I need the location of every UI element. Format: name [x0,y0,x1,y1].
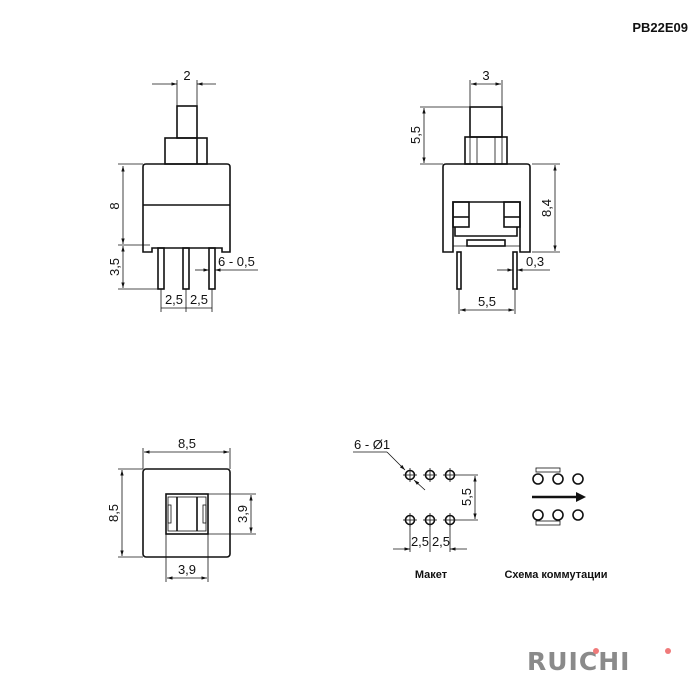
collar [464,136,508,165]
pin [512,251,518,290]
top-view: 8,5 8,5 3,9 3,9 [106,436,256,582]
schematic-caption: Схема коммутации [504,569,607,581]
pin [157,247,165,290]
dim-body-height: 8,4 [539,199,554,217]
dim-height: 8,5 [106,504,121,522]
drawing-title: PB22E09 [632,20,688,35]
dim-body-height: 8 [107,202,122,209]
dim-plunger-width: 3 [482,68,489,83]
dim-pin-spec: 6 - 0,5 [218,254,255,269]
dim-pitch-2: 2,5 [190,292,208,307]
dim-pitch-1: 2,5 [165,292,183,307]
dim-width: 8,5 [178,436,196,451]
logo-text: RUICHI [527,647,630,676]
dim-button-height: 3,9 [235,505,250,523]
dim-pin-thickness: 0,3 [526,254,544,269]
layout-caption: Макет [415,569,448,581]
dim-pin-length: 3,5 [107,258,122,276]
hole-row-top [403,468,457,482]
dim-plunger-height: 5,5 [408,126,423,144]
plunger [469,106,503,138]
hole-spec-label: 6 - Ø1 [354,437,390,452]
collar [164,137,208,165]
dim-plunger-width: 2 [183,68,190,83]
switching-schematic: Схема коммутации [504,467,608,581]
dim-row-spacing: 5,5 [459,488,474,506]
pin [456,251,462,290]
pin [182,247,190,290]
dim-pin-span: 5,5 [478,294,496,309]
switch-body [442,163,531,253]
plunger [176,105,198,139]
front-view: 2 8 3,5 6 - 0,5 2,5 2,5 [107,68,258,312]
dim-button-width: 3,9 [178,562,196,577]
dim-pitch-2: 2,5 [432,534,450,549]
switch-outline [142,468,231,558]
pcb-layout: 6 - Ø1 5,5 2,5 2,5 Макет [353,437,478,581]
switch-body [142,163,231,253]
pin [208,247,216,290]
ruichi-logo: RUICHI [527,647,671,676]
arrow-icon [576,492,586,502]
button-square [165,493,209,535]
dim-pitch-1: 2,5 [411,534,429,549]
side-view: 3 5,5 8,4 0,3 5,5 [408,68,560,314]
